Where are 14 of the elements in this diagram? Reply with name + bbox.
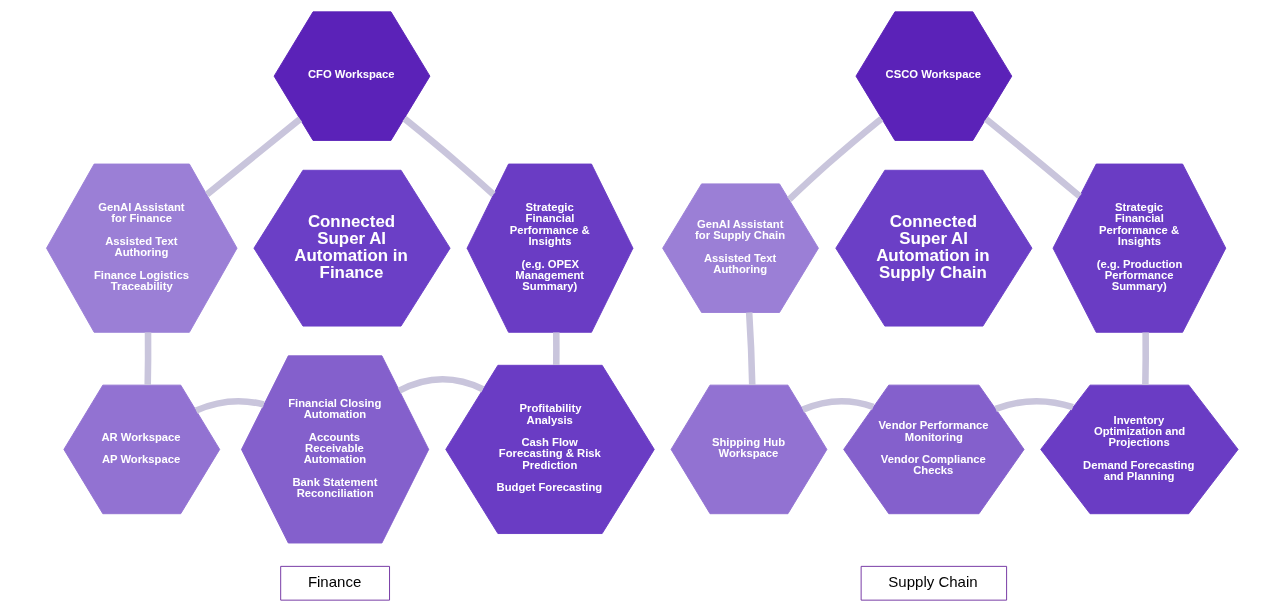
connector (205, 116, 303, 197)
connector (1142, 332, 1149, 385)
connector (397, 376, 485, 394)
node-box: Supply Chain (860, 565, 1008, 601)
connector (144, 332, 152, 385)
connector (983, 116, 1082, 199)
connector (745, 312, 756, 385)
connector (787, 116, 884, 202)
connector (553, 332, 560, 366)
connector (994, 397, 1074, 412)
connector (194, 397, 265, 414)
node-box: Finance (280, 565, 390, 601)
connector (402, 116, 496, 197)
connector (801, 397, 875, 413)
